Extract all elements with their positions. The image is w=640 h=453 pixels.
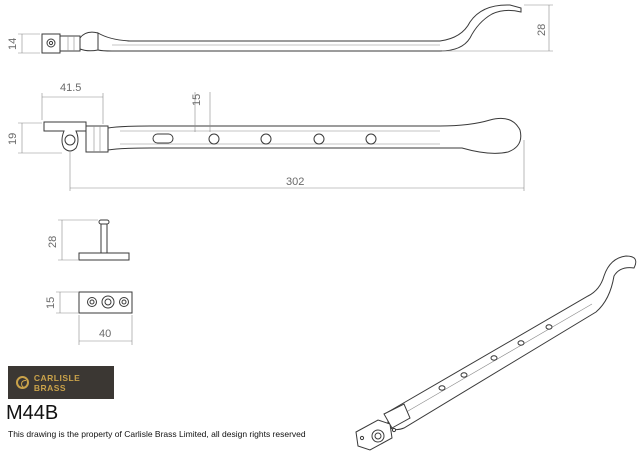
pin-base-plate xyxy=(78,252,130,261)
iso-arm xyxy=(387,255,637,431)
plan-view: 41.5 15 19 302 xyxy=(7,82,525,191)
dim-hole-pitch: 15 xyxy=(191,94,203,106)
iso-hole xyxy=(545,324,553,330)
dim-plan-height: 19 xyxy=(7,133,19,145)
copyright-notice: This drawing is the property of Carlisle… xyxy=(8,429,306,439)
dim-pin-height: 28 xyxy=(47,236,59,248)
pin-side-view: 28 xyxy=(47,219,130,261)
dim-hook-offset: 41.5 xyxy=(60,82,81,94)
pin-plate-view: 15 40 xyxy=(45,291,133,345)
isometric-view xyxy=(355,255,637,451)
model-number: M44B xyxy=(6,402,59,424)
brand-logo: CARLISLE BRASS xyxy=(8,366,114,399)
carlisle-brass-logo-icon xyxy=(16,376,29,389)
dim-plate-height: 15 xyxy=(45,297,57,309)
side-fixing-block xyxy=(59,35,81,52)
plan-hole xyxy=(313,133,325,145)
dim-side-height: 14 xyxy=(7,38,19,50)
iso-hole xyxy=(517,340,525,346)
plan-pivot-hole xyxy=(64,134,76,146)
iso-hole xyxy=(460,372,468,378)
dim-plate-width: 40 xyxy=(99,328,111,340)
dim-overall-length: 302 xyxy=(286,176,304,188)
side-arm xyxy=(97,4,522,52)
plan-pivot xyxy=(43,121,87,152)
iso-hole xyxy=(490,355,498,361)
plan-fixing-block xyxy=(85,125,109,153)
plan-hole xyxy=(260,133,272,145)
pin-shaft xyxy=(100,222,108,254)
dim-side-rise: 28 xyxy=(536,24,548,36)
plan-arm xyxy=(107,117,522,154)
side-elevation: 14 28 xyxy=(7,4,553,54)
plan-hole xyxy=(208,133,220,145)
iso-hole xyxy=(438,385,446,391)
side-knuckle xyxy=(79,31,99,52)
brand-name: CARLISLE BRASS xyxy=(33,372,81,393)
plan-hole xyxy=(365,133,377,145)
iso-fixing-block xyxy=(383,403,411,429)
plan-slot xyxy=(152,133,174,144)
